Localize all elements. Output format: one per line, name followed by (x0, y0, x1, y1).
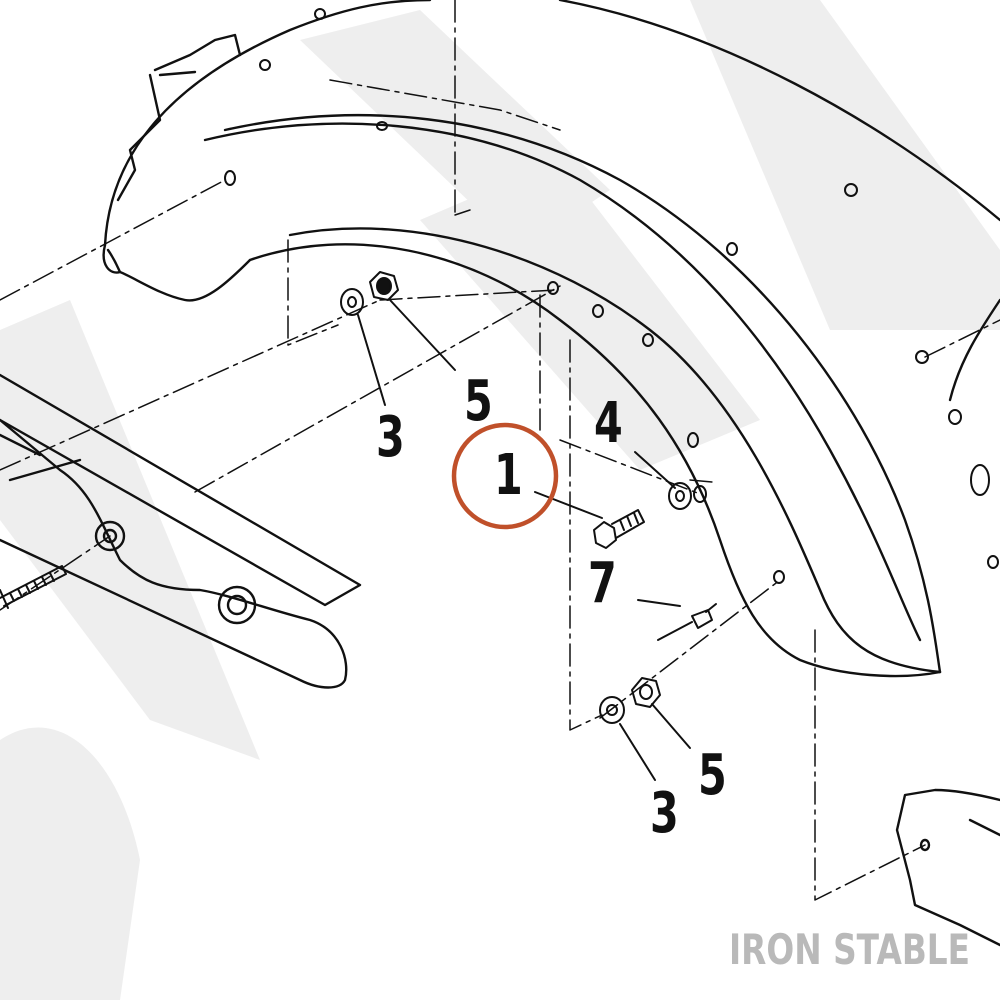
rear-fender (102, 0, 1000, 678)
assembly-centerlines (0, 0, 1000, 901)
fender-mounting-holes (224, 8, 999, 584)
nut-lower (631, 677, 661, 708)
callout-label-4: 4 (594, 391, 623, 456)
highlight-circle (451, 422, 559, 530)
rivet-7 (657, 603, 717, 641)
washer-4 (668, 482, 692, 510)
callout-label-1: 1 (494, 443, 523, 508)
callout-leaders (357, 299, 691, 781)
brand-logo-text: IRON STABLE (728, 925, 970, 974)
fender-strut-bracket (0, 373, 362, 689)
callout-label-5-lower: 5 (698, 743, 727, 808)
callout-label-7: 7 (588, 551, 617, 616)
nut-upper (369, 271, 399, 301)
lower-fender-skirt (895, 788, 1000, 947)
washer-upper (340, 288, 364, 316)
callout-label-3-upper: 3 (376, 405, 405, 470)
callout-label-3-lower: 3 (650, 781, 679, 846)
washer-lower (599, 696, 625, 724)
callout-label-5-upper: 5 (464, 369, 493, 434)
bolt-1 (593, 509, 645, 549)
